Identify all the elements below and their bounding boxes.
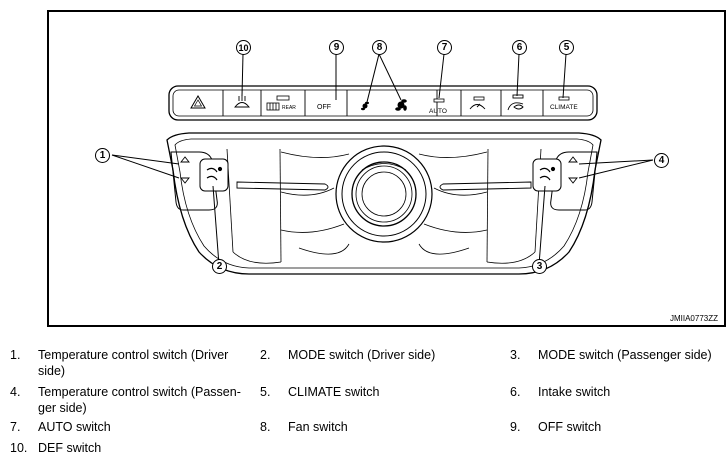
legend-text: DEF switch xyxy=(38,441,102,455)
climate-indicator-icon xyxy=(558,96,570,101)
recirculation-icon xyxy=(507,94,524,111)
legend-item-7: 7. AUTO switch xyxy=(10,419,111,435)
temp-up-icon xyxy=(568,156,578,163)
callout-4: 4 xyxy=(654,153,669,168)
legend-num: 10. xyxy=(10,441,28,455)
temp-down-icon xyxy=(568,177,578,184)
auto-button[interactable]: AUTO xyxy=(429,98,447,115)
hazard-button[interactable] xyxy=(190,95,206,109)
legend-num: 4. xyxy=(10,385,21,399)
legend-num: 3. xyxy=(510,348,521,362)
climate-label: CLIMATE xyxy=(550,104,578,111)
legend-num: 1. xyxy=(10,348,21,362)
button-strip-inner xyxy=(172,89,594,117)
rear-defrost-icon xyxy=(266,102,280,111)
callout-10: 10 xyxy=(236,40,251,55)
legend-item-3: 3. MODE switch (Passenger side) xyxy=(510,347,712,363)
callout-6: 6 xyxy=(512,40,527,55)
legend-item-9: 9. OFF switch xyxy=(510,419,601,435)
rear-indicator-icon xyxy=(276,95,290,101)
off-button[interactable]: OFF xyxy=(317,104,331,111)
def-button[interactable] xyxy=(234,95,250,108)
panel-drawing: REAR OFF AUTO xyxy=(111,53,654,275)
fan-high-icon xyxy=(395,99,407,111)
hazard-icon xyxy=(190,95,206,109)
passenger-temp-switch[interactable] xyxy=(568,156,578,184)
figure-code: JMIIA0773ZZ xyxy=(669,314,718,323)
control-panel-figure: REAR OFF AUTO xyxy=(47,10,726,327)
legend-text: Temperature control switch (Passen-ger s… xyxy=(38,385,241,415)
callout-8: 8 xyxy=(372,40,387,55)
legend-num: 7. xyxy=(10,420,21,434)
fan-button[interactable] xyxy=(361,99,407,111)
mode-icon xyxy=(206,166,223,181)
legend-num: 9. xyxy=(510,420,521,434)
rear-label: REAR xyxy=(282,105,296,111)
center-knob[interactable] xyxy=(335,145,433,243)
auto-label: AUTO xyxy=(429,108,447,115)
driver-temp-switch[interactable] xyxy=(180,156,190,184)
driver-mode-switch[interactable] xyxy=(199,158,229,192)
fan-low-icon xyxy=(361,101,369,111)
mode-icon xyxy=(539,166,556,181)
climate-button[interactable]: CLIMATE xyxy=(550,96,578,111)
fresh-air-icon xyxy=(469,104,486,110)
intake-button[interactable] xyxy=(469,94,524,111)
legend-text: Intake switch xyxy=(538,385,611,399)
temp-down-icon xyxy=(180,177,190,184)
front-defrost-icon xyxy=(234,95,250,108)
legend-item-6: 6. Intake switch xyxy=(510,384,610,400)
off-label: OFF xyxy=(317,104,331,111)
legend-text: MODE switch (Driver side) xyxy=(288,348,436,362)
rear-defrost-button[interactable]: REAR xyxy=(266,95,296,111)
callout-5: 5 xyxy=(559,40,574,55)
legend-num: 8. xyxy=(260,420,271,434)
legend-text: AUTO switch xyxy=(38,420,111,434)
button-dividers xyxy=(222,90,544,116)
intake-indicator-icon xyxy=(473,96,485,101)
callout-1: 1 xyxy=(95,148,110,163)
legend-item-8: 8. Fan switch xyxy=(260,419,348,435)
legend-text: MODE switch (Passenger side) xyxy=(538,348,712,362)
auto-indicator-icon xyxy=(433,98,445,103)
legend-item-10: 10. DEF switch xyxy=(10,440,101,456)
callout-2: 2 xyxy=(212,259,227,274)
legend-item-2: 2. MODE switch (Driver side) xyxy=(260,347,435,363)
legend-num: 2. xyxy=(260,348,271,362)
top-button-strip xyxy=(168,85,598,121)
legend-num: 6. xyxy=(510,385,521,399)
leader-lines xyxy=(111,53,654,266)
legend-text: OFF switch xyxy=(538,420,602,434)
temp-up-icon xyxy=(180,156,190,163)
legend-text: Fan switch xyxy=(288,420,348,434)
legend-num: 5. xyxy=(260,385,271,399)
legend-item-4: 4. Temperature control switch (Passen-ge… xyxy=(10,384,241,416)
legend-item-5: 5. CLIMATE switch xyxy=(260,384,379,400)
callout-3: 3 xyxy=(532,259,547,274)
legend-text: CLIMATE switch xyxy=(288,385,380,399)
callout-9: 9 xyxy=(329,40,344,55)
callout-7: 7 xyxy=(437,40,452,55)
passenger-mode-switch[interactable] xyxy=(532,158,562,192)
